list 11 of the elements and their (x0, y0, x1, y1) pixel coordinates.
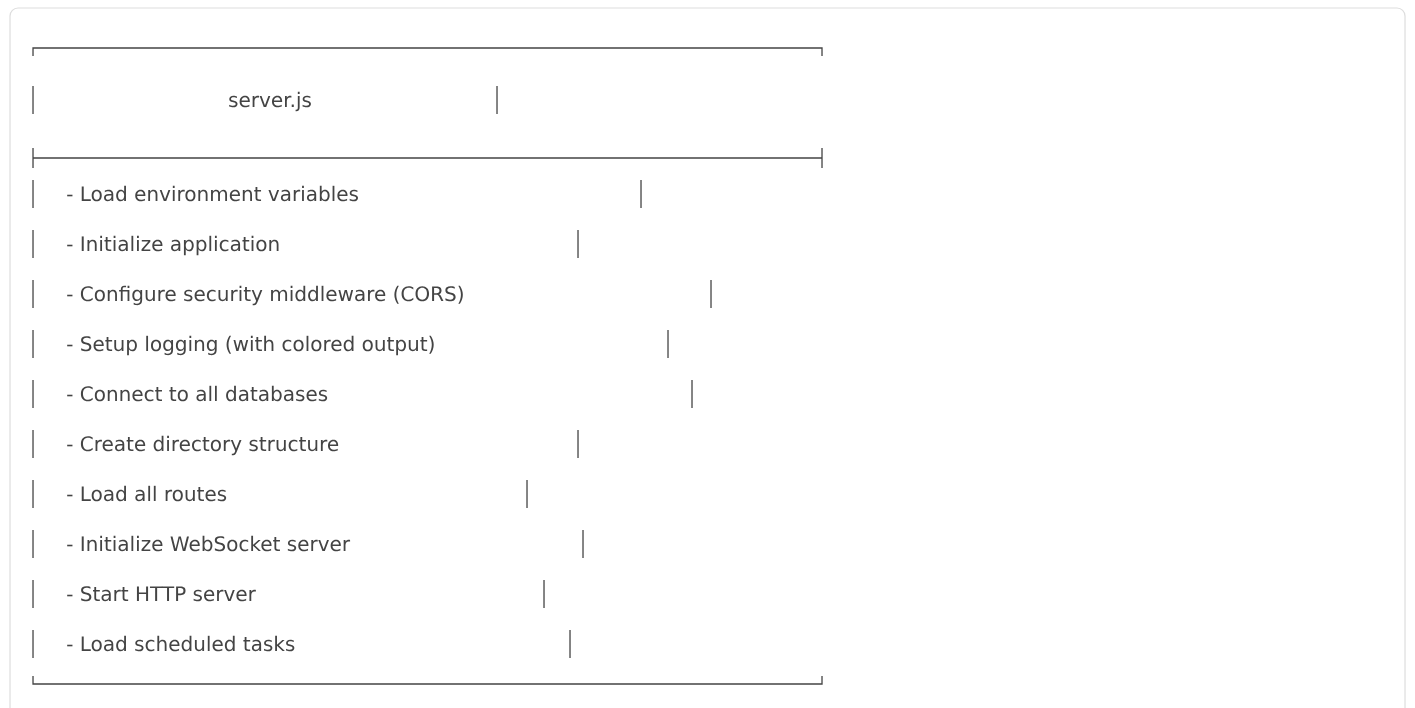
list-item: - Start HTTP server (67, 586, 256, 602)
list-item: - Initialize WebSocket server (67, 535, 351, 552)
list-item: - Create directory structure (67, 435, 339, 456)
list-item: - Connect to all databases (67, 385, 328, 402)
list-item: - Load all routes (67, 485, 227, 502)
list-item: - Load environment variables (67, 185, 358, 202)
list-item: - Setup logging (with colored output) (67, 335, 434, 356)
list-item: - Configure security middleware (CORS) (67, 285, 463, 306)
list-item: - Load scheduled tasks (67, 635, 295, 652)
list-item: - Initialize application (67, 235, 279, 256)
box-heading: server.js (229, 91, 311, 112)
